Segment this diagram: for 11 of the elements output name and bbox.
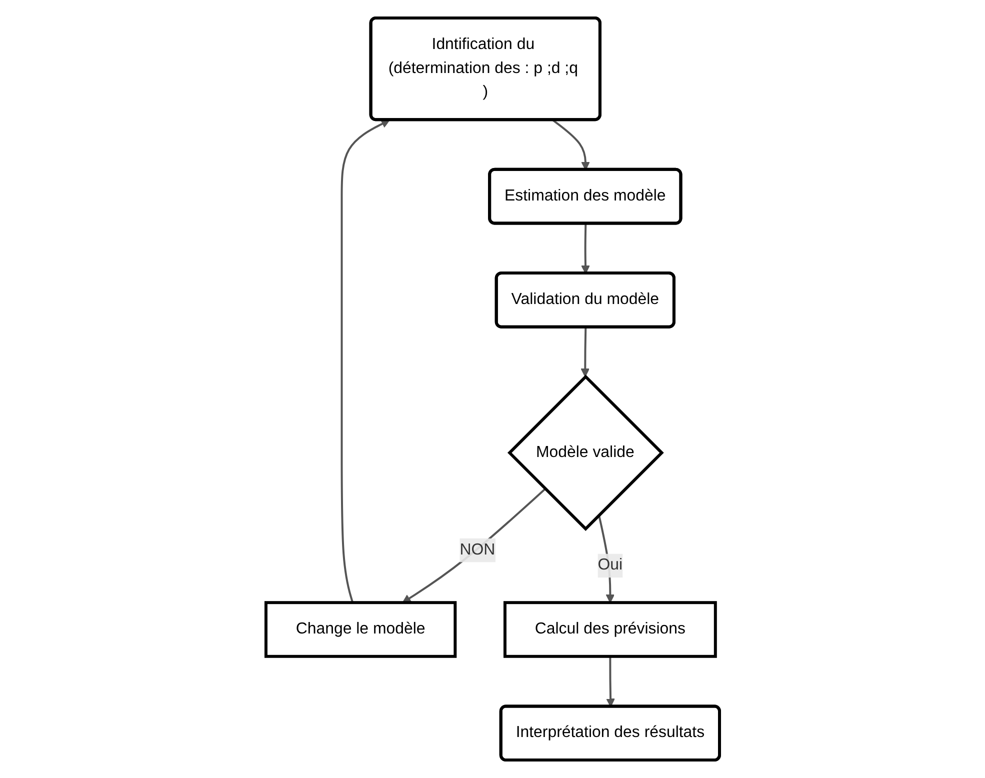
arrow	[606, 656, 615, 708]
arrow	[402, 488, 546, 603]
node-box: Calcul des prévisions	[503, 601, 717, 658]
edge-label: Oui	[598, 556, 622, 574]
arrow	[580, 224, 590, 274]
arrow	[340, 120, 390, 603]
arrow	[552, 119, 590, 170]
node-diamond: Modèle valide	[507, 374, 664, 531]
arrow	[580, 327, 590, 378]
node-box: Change le modèle	[264, 601, 456, 658]
edge-label: NON	[459, 541, 495, 558]
